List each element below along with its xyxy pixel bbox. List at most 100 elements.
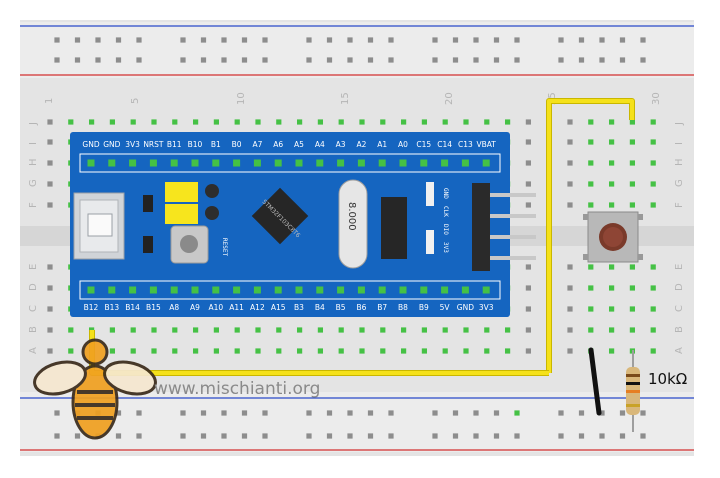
resistor-label: 10kΩ [648, 370, 687, 388]
breadboard-hole [567, 181, 573, 187]
breadboard-hole [338, 348, 344, 354]
breadboard-hole [388, 410, 394, 416]
breadboard-hole [558, 410, 564, 416]
pin-label: C14 [437, 140, 452, 149]
breadboard-hole [442, 119, 448, 125]
breadboard-hole [47, 264, 53, 270]
breadboard-hole [255, 119, 261, 125]
breadboard-hole [599, 37, 605, 43]
breadboard-hole [136, 433, 142, 439]
breadboard-hole [442, 348, 448, 354]
breadboard-hole [347, 37, 353, 43]
board-pin [149, 159, 157, 167]
breadboard-hole [650, 348, 656, 354]
breadboard-hole [609, 202, 615, 208]
pin-label: VBAT [476, 140, 496, 149]
breadboard-hole [367, 433, 374, 439]
breadboard-hole [326, 410, 333, 416]
pin-header-outline [79, 280, 501, 300]
breadboard-hole [221, 433, 227, 439]
usb-connector [73, 192, 125, 260]
breadboard-hole [241, 37, 248, 43]
pin-label: C13 [458, 140, 473, 149]
pin-label: B15 [146, 303, 161, 312]
board-pin [212, 286, 220, 294]
breadboard-hole [180, 57, 186, 63]
board-pin [233, 159, 241, 167]
breadboard-hole [68, 327, 74, 333]
board-pin [316, 286, 324, 294]
breadboard-hole [221, 57, 227, 63]
capacitor [426, 230, 434, 254]
row-letter: G [28, 179, 39, 187]
pin-label: B11 [167, 140, 182, 149]
breadboard-hole [54, 410, 60, 416]
pin-label: NRST [143, 140, 164, 149]
breadboard-hole [95, 57, 101, 63]
breadboard-hole [74, 57, 81, 63]
breadboard-hole [297, 348, 303, 354]
breadboard-hole [505, 348, 511, 354]
breadboard-hole [650, 202, 656, 208]
board-pin [274, 159, 282, 167]
pin-label: B9 [419, 303, 429, 312]
breadboard-hole [493, 57, 500, 63]
breadboard-hole [130, 348, 136, 354]
breadboard-hole [68, 348, 74, 354]
smd-component [143, 195, 153, 212]
breadboard-hole [367, 410, 374, 416]
breadboard-hole [640, 57, 646, 63]
board-pin [87, 286, 95, 294]
boot-jumpers [165, 182, 219, 224]
breadboard-hole [650, 264, 656, 270]
breadboard-hole [115, 37, 122, 43]
breadboard-hole [359, 119, 365, 125]
row-letter: I [28, 142, 39, 145]
pin-label: GND [103, 140, 120, 149]
breadboard-hole [297, 119, 303, 125]
top-pin-row [79, 153, 501, 300]
board-pin [399, 286, 407, 294]
board-pin [420, 286, 428, 294]
breadboard-hole [54, 57, 60, 63]
pin-label: A4 [315, 140, 325, 149]
column-number: 10 [236, 92, 247, 105]
breadboard-hole [151, 327, 157, 333]
black-wire-gnd [588, 347, 602, 416]
breadboard-hole [452, 57, 459, 63]
breadboard-hole [619, 37, 626, 43]
column-number: 30 [651, 92, 662, 105]
breadboard-hole [115, 433, 122, 439]
breadboard-hole [650, 119, 656, 125]
header-pin-label: GND [442, 188, 449, 199]
breadboard-hole [54, 433, 60, 439]
breadboard-hole [619, 433, 626, 439]
pin-label: C15 [416, 140, 431, 149]
swd-header-labels: GND CLK DIO 3V3 [442, 188, 449, 253]
bottom-power-rail [20, 392, 694, 452]
row-letter: C [674, 305, 685, 312]
breadboard-hole [347, 433, 353, 439]
breadboard-hole [567, 285, 573, 291]
board-pin [129, 159, 137, 167]
column-number: 15 [340, 92, 351, 105]
breadboard-hole [493, 433, 500, 439]
pin-header-outline [79, 153, 501, 173]
breadboard-hole [525, 160, 531, 166]
board-pin [191, 286, 199, 294]
pin-label: B12 [84, 303, 99, 312]
smd-component [143, 236, 153, 253]
pin-label: A11 [229, 303, 244, 312]
board-pin [253, 286, 261, 294]
breadboard-hole [493, 410, 500, 416]
breadboard-hole [432, 433, 438, 439]
breadboard-hole [629, 119, 635, 125]
breadboard-hole [47, 181, 53, 187]
row-letter: G [674, 179, 685, 187]
board-pin [399, 159, 407, 167]
pin-label: B5 [336, 303, 346, 312]
voltage-regulator [381, 197, 407, 259]
column-number: 5 [130, 98, 141, 104]
breadboard-hole [262, 410, 268, 416]
breadboard-hole [359, 327, 365, 333]
